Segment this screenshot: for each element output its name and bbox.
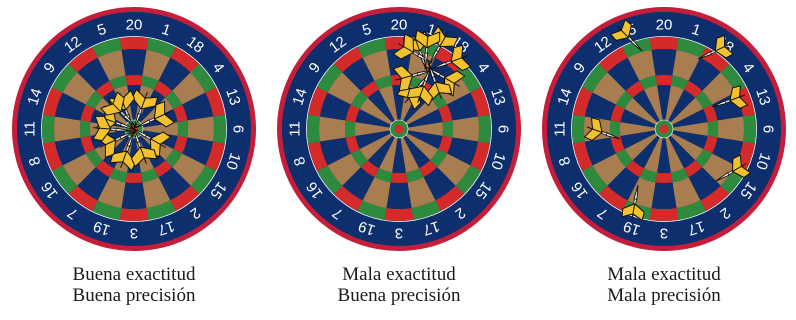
sector-number-6: 6	[760, 125, 777, 133]
triple-ring-segment	[442, 121, 453, 138]
bullseye	[395, 125, 404, 134]
sector-number-11: 11	[22, 121, 39, 137]
sector-number-20: 20	[656, 17, 673, 34]
double-ring-segment	[120, 208, 149, 221]
triple-ring-segment	[126, 75, 143, 86]
caption-precision: Buena precisión	[9, 285, 259, 306]
triple-ring-segment	[656, 172, 673, 183]
outer-single-segment	[54, 116, 81, 141]
outer-single-segment	[452, 116, 479, 141]
double-ring-segment	[213, 115, 226, 144]
triple-ring-segment	[656, 75, 673, 86]
caption-board-3: Mala exactitud Mala precisión	[539, 264, 789, 306]
double-ring-segment	[650, 208, 679, 221]
caption-precision: Buena precisión	[274, 285, 524, 306]
sector-number-3: 3	[130, 225, 138, 242]
caption-board-2: Mala exactitud Buena precisión	[274, 264, 524, 306]
triple-ring-segment	[177, 121, 188, 138]
outer-single-segment	[187, 116, 214, 141]
caption-precision: Mala precisión	[539, 285, 789, 306]
outer-single-segment	[121, 182, 146, 209]
outer-single-segment	[319, 116, 346, 141]
sector-number-3: 3	[660, 225, 668, 242]
double-ring-segment	[120, 37, 149, 50]
outer-single-segment	[121, 49, 146, 76]
double-ring-segment	[385, 208, 414, 221]
double-ring-segment	[42, 115, 55, 144]
sector-number-11: 11	[552, 121, 569, 137]
double-ring-segment	[650, 37, 679, 50]
sector-number-11: 11	[287, 121, 304, 137]
sector-number-20: 20	[391, 17, 408, 34]
outer-single-segment	[651, 182, 676, 209]
triple-ring-segment	[391, 172, 408, 183]
caption-accuracy: Buena exactitud	[9, 264, 259, 285]
dartboard-good-accuracy-good-precision: 2011841361015217319716811149125	[9, 4, 259, 254]
outer-single-segment	[651, 49, 676, 76]
double-ring-segment	[307, 115, 320, 144]
sector-number-6: 6	[230, 125, 247, 133]
triple-ring-segment	[707, 121, 718, 138]
double-ring-segment	[572, 115, 585, 144]
dartboard-bad-accuracy-bad-precision: 2011841361015217319716811149125	[539, 4, 789, 254]
outer-single-segment	[386, 182, 411, 209]
bullseye	[660, 125, 669, 134]
caption-accuracy: Mala exactitud	[274, 264, 524, 285]
double-ring-segment	[478, 115, 491, 144]
outer-single-segment	[717, 116, 744, 141]
triple-ring-segment	[126, 172, 143, 183]
sector-number-20: 20	[126, 17, 143, 34]
caption-board-1: Buena exactitud Buena precisión	[9, 264, 259, 306]
caption-accuracy: Mala exactitud	[539, 264, 789, 285]
triple-ring-segment	[80, 121, 91, 138]
double-ring-segment	[743, 115, 756, 144]
triple-ring-segment	[345, 121, 356, 138]
dartboard-bad-accuracy-good-precision: 2011841361015217319716811149125	[274, 4, 524, 254]
sector-number-6: 6	[495, 125, 512, 133]
sector-number-3: 3	[395, 225, 403, 242]
